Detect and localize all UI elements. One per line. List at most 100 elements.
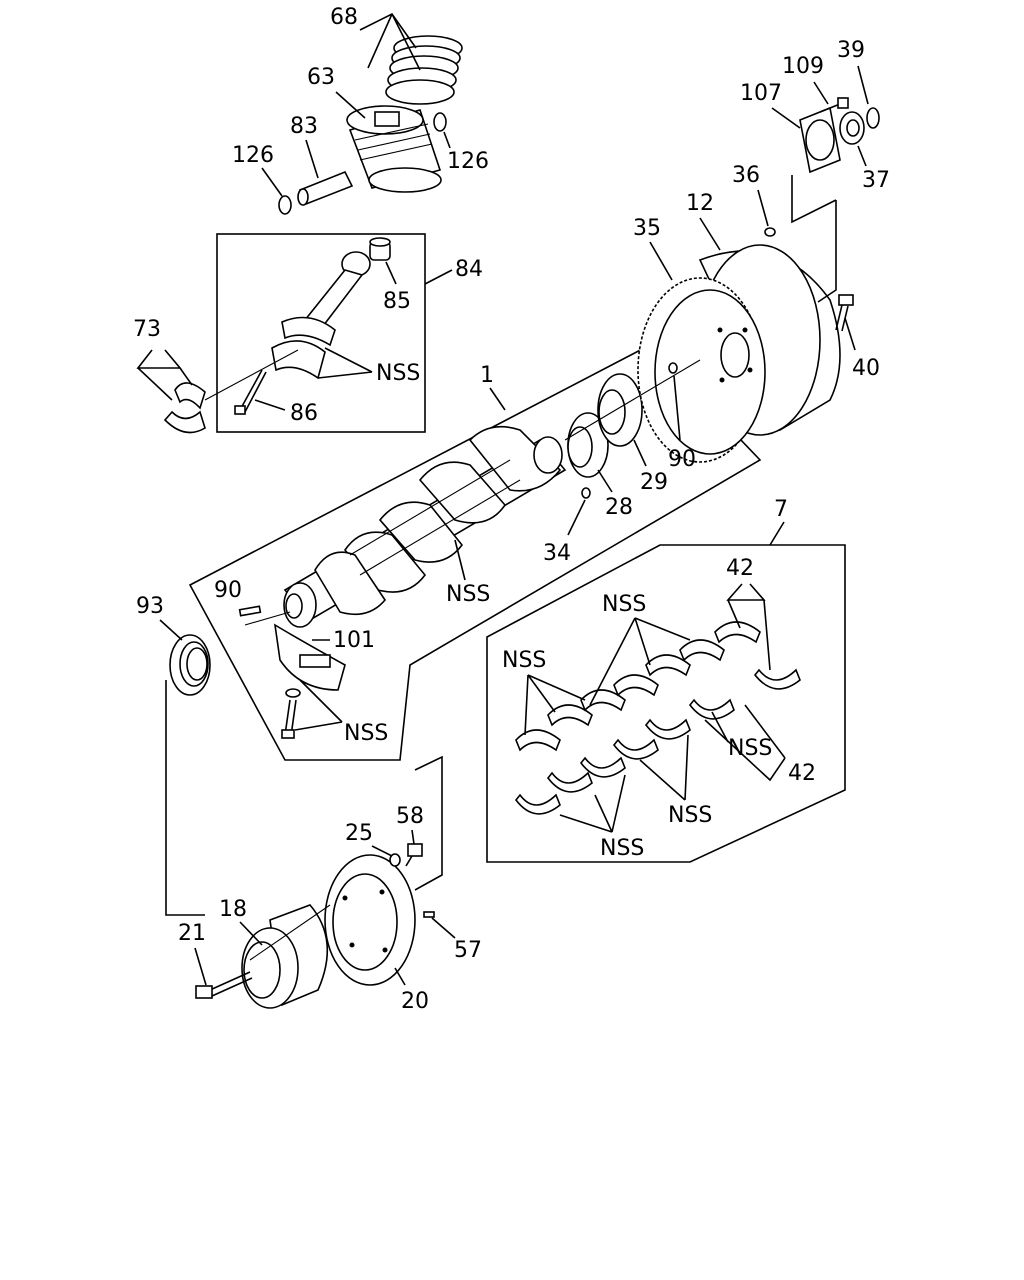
leader-21 [194, 947, 207, 986]
flywheel-ring-gear [637, 277, 766, 463]
leader-84 [424, 269, 453, 285]
leader-nss-bearing-left [524, 674, 586, 736]
nss-bearing-label-right: NSS [728, 736, 772, 761]
leader-nss-bearing-right [711, 711, 729, 743]
leader-73 [136, 349, 193, 401]
callout-35: 35 [633, 216, 661, 241]
flywheel-axis-line [564, 359, 701, 441]
leader-1 [489, 387, 506, 411]
callout-68: 68 [330, 5, 358, 30]
callout-34: 34 [543, 541, 571, 566]
crank-damper [324, 854, 416, 986]
callout-83: 83 [290, 114, 318, 139]
callout-39: 39 [837, 38, 865, 63]
callout-29: 29 [640, 470, 668, 495]
main-bearing-shells-lower [514, 668, 801, 815]
leader-63 [335, 91, 366, 119]
leader-126-right [443, 131, 451, 149]
leader-28 [597, 469, 613, 493]
bolt-58 [405, 843, 423, 867]
leader-68 [359, 12, 421, 71]
main-bearing-cap [273, 623, 346, 691]
dowel-pin-90-front [238, 605, 262, 617]
nss-crank-label: NSS [446, 582, 490, 607]
callout-85: 85 [383, 289, 411, 314]
callout-84: 84 [455, 257, 483, 282]
callout-57: 57 [454, 938, 482, 963]
nss-cap-label: NSS [344, 721, 388, 746]
leader-93 [159, 619, 183, 641]
piston-pin [297, 170, 354, 206]
callout-12: 12 [686, 191, 714, 216]
callout-107: 107 [740, 81, 782, 106]
seal-pulley-bracket [165, 680, 205, 916]
callout-90-front: 90 [214, 578, 242, 603]
washer-25 [389, 853, 401, 867]
callout-21: 21 [178, 921, 206, 946]
leader-nss-rod [317, 347, 373, 379]
leader-34 [567, 499, 586, 536]
leader-nss-bearing-bottom [559, 774, 626, 833]
crank-pulley [241, 904, 329, 1009]
callout-73: 73 [133, 317, 161, 342]
callout-7: 7 [774, 497, 788, 522]
crank-pin-34 [581, 487, 591, 499]
leader-35 [649, 241, 673, 281]
crank-gear-29 [597, 373, 643, 447]
callout-42-top: 42 [726, 556, 754, 581]
bracket-pilot [791, 175, 837, 224]
leader-7 [769, 521, 785, 546]
callout-37: 37 [862, 168, 890, 193]
rod-bushing [369, 237, 391, 261]
crankshaft [283, 425, 567, 628]
pin-57 [423, 911, 435, 918]
front-axis-line [244, 611, 291, 626]
snap-ring-left [278, 195, 292, 215]
leader-109 [813, 81, 829, 105]
leader-12 [699, 217, 721, 251]
leader-83 [305, 139, 319, 179]
callout-58: 58 [396, 804, 424, 829]
pulley-bolt-21 [195, 971, 253, 999]
nss-bearing-label-top: NSS [602, 592, 646, 617]
leader-39 [857, 65, 869, 105]
leader-nss-bearing-top [589, 617, 691, 706]
piston-rings [385, 35, 463, 105]
callout-109: 109 [782, 54, 824, 79]
leader-25 [371, 845, 393, 857]
callout-90-flywheel: 90 [668, 447, 696, 472]
leader-85 [385, 261, 397, 285]
callout-25: 25 [345, 821, 373, 846]
pin-36 [764, 227, 776, 237]
leader-57 [431, 917, 456, 939]
leader-58 [411, 829, 415, 845]
callout-93: 93 [136, 594, 164, 619]
callout-1: 1 [480, 363, 494, 388]
cap-bolt [281, 688, 301, 739]
leader-86 [254, 399, 286, 411]
leader-37 [857, 145, 867, 167]
snap-ring-39 [866, 107, 880, 129]
pilot-bearing-retainer [799, 106, 841, 174]
callout-42-bottom: 42 [788, 761, 816, 786]
leader-29 [633, 439, 647, 467]
callout-20: 20 [401, 989, 429, 1014]
bracket-40 [817, 200, 837, 303]
rod-bolt [234, 369, 267, 415]
leader-42-top [726, 583, 771, 671]
callout-126-right: 126 [447, 149, 489, 174]
piston [346, 105, 442, 193]
connecting-rod-box [216, 233, 426, 433]
callout-36: 36 [732, 163, 760, 188]
leader-90-flywheel [673, 375, 681, 441]
main-bearings-box [486, 544, 846, 863]
rod-axis-line [204, 349, 299, 401]
leader-40 [844, 317, 856, 351]
callout-126-left: 126 [232, 143, 274, 168]
nss-rod-label: NSS [376, 361, 420, 386]
callout-86: 86 [290, 401, 318, 426]
conrod-bearing [163, 382, 206, 434]
crank-gear-28 [567, 412, 609, 478]
snap-ring-right [433, 112, 447, 132]
